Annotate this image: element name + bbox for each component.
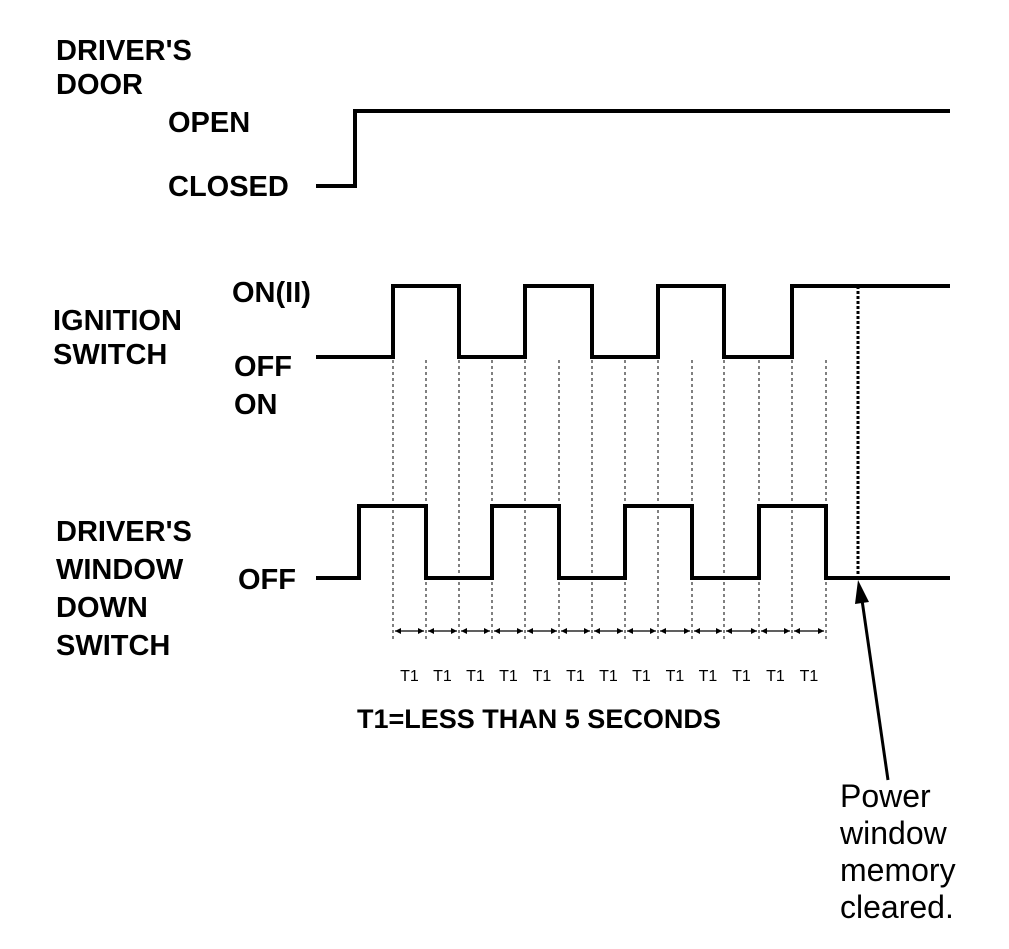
ignition-state-on: ON(II) (232, 277, 311, 309)
dimension-arrowhead (484, 628, 490, 634)
dimension-arrowhead (784, 628, 790, 634)
dimension-arrowhead (761, 628, 767, 634)
window-state-off: OFF (238, 564, 296, 596)
dimension-arrowhead (461, 628, 467, 634)
window-switch-waveform (316, 504, 950, 580)
t1-label: T1 (800, 668, 819, 685)
dimension-arrowhead (584, 628, 590, 634)
dimension-arrowhead (418, 628, 424, 634)
note-line4: cleared. (840, 889, 954, 925)
note-line1: Power (840, 778, 931, 814)
ignition-title-line2: SWITCH (53, 339, 167, 371)
t1-label: T1 (732, 668, 751, 685)
ignition-state-off: OFF (234, 351, 292, 383)
dimension-arrowhead (561, 628, 567, 634)
dimension-arrowhead (594, 628, 600, 634)
dimension-arrowhead (428, 628, 434, 634)
dimension-arrowhead (726, 628, 732, 634)
door-state-open: OPEN (168, 107, 250, 139)
timing-guide-lines (392, 360, 827, 642)
dimension-arrowhead (694, 628, 700, 634)
note-line3: memory (840, 852, 956, 888)
dimension-arrowhead (751, 628, 757, 634)
dimension-arrowhead (517, 628, 523, 634)
t1-label: T1 (699, 668, 718, 685)
t1-label: T1 (533, 668, 552, 685)
window-state-on: ON (234, 389, 278, 421)
dimension-arrowhead (527, 628, 533, 634)
window-title-line1: DRIVER'S (56, 516, 192, 548)
t1-label: T1 (400, 668, 419, 685)
memory-cleared-arrowhead (855, 580, 869, 604)
dimension-arrowhead (494, 628, 500, 634)
t1-legend: T1=LESS THAN 5 SECONDS (357, 704, 721, 734)
t1-label: T1 (566, 668, 585, 685)
dimension-arrowhead (660, 628, 666, 634)
dimension-arrowhead (627, 628, 633, 634)
t1-label: T1 (632, 668, 651, 685)
t1-label: T1 (766, 668, 785, 685)
door-title-line1: DRIVER'S (56, 35, 192, 67)
window-title-line4: SWITCH (56, 630, 170, 662)
door-title-line2: DOOR (56, 69, 143, 101)
dimension-arrowhead (684, 628, 690, 634)
note-line2: window (839, 815, 948, 851)
dimension-arrowhead (650, 628, 656, 634)
ignition-waveform (316, 284, 950, 359)
dimension-arrowhead (395, 628, 401, 634)
door-state-closed: CLOSED (168, 171, 289, 203)
dimension-arrowhead (451, 628, 457, 634)
t1-label: T1 (466, 668, 485, 685)
t1-label: T1 (499, 668, 518, 685)
window-title-line3: DOWN (56, 592, 148, 624)
dimension-arrowhead (818, 628, 824, 634)
t1-label: T1 (599, 668, 618, 685)
memory-cleared-arrow-line (860, 599, 890, 781)
t1-intervals: T1 T1 T1 T1 T1 T1 T1 T1 T1 T1 T1 T1 T1 (395, 628, 824, 685)
ignition-title-line1: IGNITION (53, 305, 182, 337)
t1-label: T1 (433, 668, 452, 685)
dimension-arrowhead (617, 628, 623, 634)
dimension-arrowhead (551, 628, 557, 634)
t1-label: T1 (666, 668, 685, 685)
door-waveform (316, 109, 950, 188)
dimension-arrowhead (794, 628, 800, 634)
window-title-line2: WINDOW (56, 554, 184, 586)
dimension-arrowhead (716, 628, 722, 634)
